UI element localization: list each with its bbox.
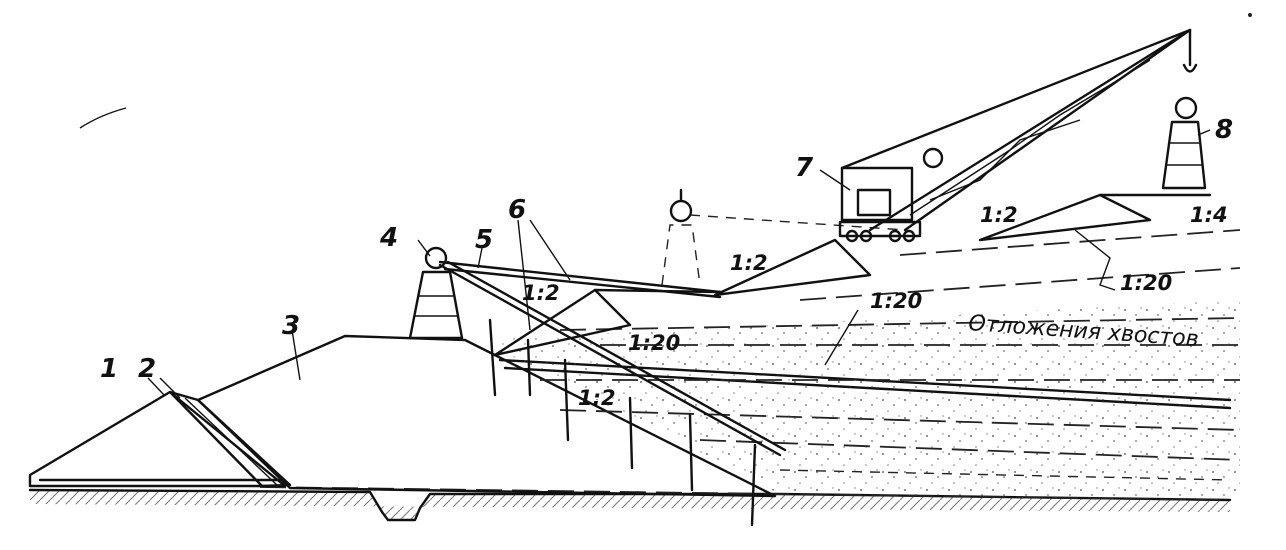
initial-dam [196,334,777,498]
label-7: 7 [795,153,814,183]
label-8: 8 [1215,115,1233,145]
slope-label-8: 1:2 [578,386,616,410]
label-4: 4 [379,223,398,253]
slope-label-7: 1:20 [628,331,680,355]
label-1: 1 [100,354,118,384]
label-5: 5 [475,225,493,255]
crane [838,28,1198,243]
reverse-filter [168,390,292,488]
pulp-pipeline [438,260,787,527]
slope-label-1: 1:2 [522,281,560,305]
label-2: 2 [138,354,156,384]
support-pole-previous [661,188,906,286]
label-3: 3 [282,311,300,341]
support-pole-4 [408,246,464,340]
stray-mark [79,107,127,129]
slope-label-5: 1:20 [1120,271,1172,295]
slope-label-6: 1:20 [870,289,922,313]
stray-dot [1248,13,1252,17]
label-6: 6 [508,195,526,225]
leader-lines [147,129,1211,399]
slope-label-4: 1:4 [1190,203,1228,227]
tailings-deposits [480,229,1241,500]
slope-label-2: 1:2 [730,251,768,275]
slope-label-3: 1:2 [980,203,1018,227]
support-pole-8 [1161,96,1207,190]
